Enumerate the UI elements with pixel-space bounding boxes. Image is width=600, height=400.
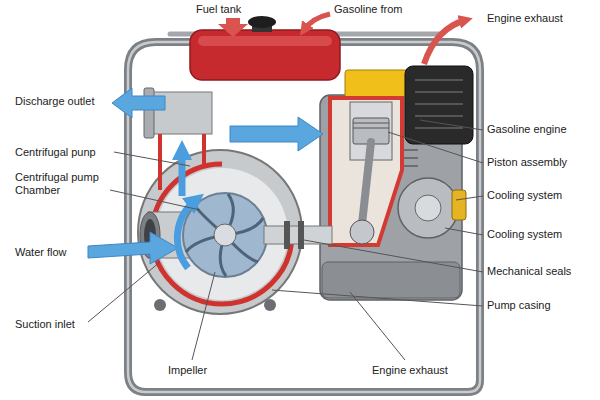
gasoline-engine-part	[350, 220, 374, 244]
part-label: Discharge outlet	[15, 95, 95, 108]
part-label: Gasoline from	[334, 3, 402, 16]
part-label: Piston assembly	[487, 156, 567, 169]
part-label: Cooling system	[487, 189, 562, 202]
part-label: Suction inlet	[15, 318, 75, 331]
water-flow-arrows-part	[112, 88, 165, 118]
centrifugal-pump-part	[183, 193, 267, 277]
leader-lines-part	[88, 262, 160, 322]
part-label: Fuel tank	[196, 3, 241, 16]
gasoline-engine-part	[452, 190, 466, 220]
leader-lines-part	[445, 228, 483, 235]
gasoline-engine-part	[415, 79, 463, 81]
part-label: Pump casing	[487, 299, 551, 312]
part-label: Centrifugal punp	[15, 146, 96, 159]
part-label: Gasoline engine	[487, 123, 567, 136]
leader-lines-part	[272, 290, 483, 306]
centrifugal-pump-part	[298, 221, 304, 249]
gas-arrows-part	[218, 18, 248, 37]
gasoline-engine-part	[415, 127, 463, 129]
leader-lines	[88, 120, 483, 360]
part-label: Water flow	[15, 246, 67, 259]
centrifugal-pump-part	[284, 221, 290, 249]
frame-tube	[128, 34, 480, 392]
part-label: Centrifugal pump Chamber	[15, 171, 115, 197]
water-flow-arrows-part	[230, 117, 323, 151]
centrifugal-pump-part	[158, 134, 162, 190]
part-label: Cooling system	[487, 228, 562, 241]
fuel-tank-part	[248, 16, 276, 28]
fuel-tank-part	[198, 36, 332, 46]
gas-arrows-part	[424, 20, 466, 64]
gasoline-engine-part	[404, 165, 418, 167]
gasoline-engine-part	[415, 195, 441, 221]
gasoline-engine-part	[404, 157, 418, 159]
part-label: Mechanical seals	[487, 265, 571, 278]
leader-lines-part	[388, 132, 483, 163]
gasoline-engine-part	[322, 262, 460, 298]
gasoline-engine-part	[353, 123, 389, 124]
centrifugal-pump-part	[264, 299, 276, 311]
leader-lines-part	[350, 292, 405, 360]
gasoline-engine-part	[415, 103, 463, 105]
gasoline-engine-part	[415, 91, 463, 93]
centrifugal-pump-part	[214, 224, 236, 246]
gasoline-engine	[320, 66, 473, 300]
part-label: Impeller	[168, 364, 207, 377]
leader-lines-part	[456, 196, 483, 200]
fuel-tank	[190, 16, 340, 80]
centrifugal-pump	[138, 88, 332, 314]
water-flow-arrows-part	[179, 150, 186, 196]
leader-lines-part	[192, 272, 215, 360]
leader-lines-part	[304, 240, 483, 272]
gasoline-engine-part	[353, 128, 389, 129]
centrifugal-pump-part	[202, 134, 206, 166]
frame-tube-part	[128, 42, 480, 392]
gasoline-engine-part	[404, 149, 418, 151]
leader-lines-part	[114, 152, 190, 166]
gasoline-engine-part	[415, 115, 463, 117]
leader-lines-part	[420, 120, 483, 130]
part-label: Engine exhaust	[487, 12, 563, 25]
centrifugal-pump-part	[154, 299, 166, 311]
frame-tube-part	[128, 42, 480, 392]
gas-arrows-part	[304, 14, 330, 30]
part-label: Engine exhaust	[372, 364, 448, 377]
water-flow-arrows	[88, 88, 323, 268]
gasoline-engine-part	[362, 142, 371, 224]
gasoline-engine-part	[330, 98, 402, 245]
gasoline-engine-part	[405, 66, 473, 144]
fuel-tank-part	[190, 30, 340, 80]
water-flow-arrows-part	[88, 232, 178, 264]
gas-arrows	[218, 14, 466, 64]
leader-lines-part	[110, 190, 200, 210]
water-flow-arrows-part	[177, 200, 196, 268]
